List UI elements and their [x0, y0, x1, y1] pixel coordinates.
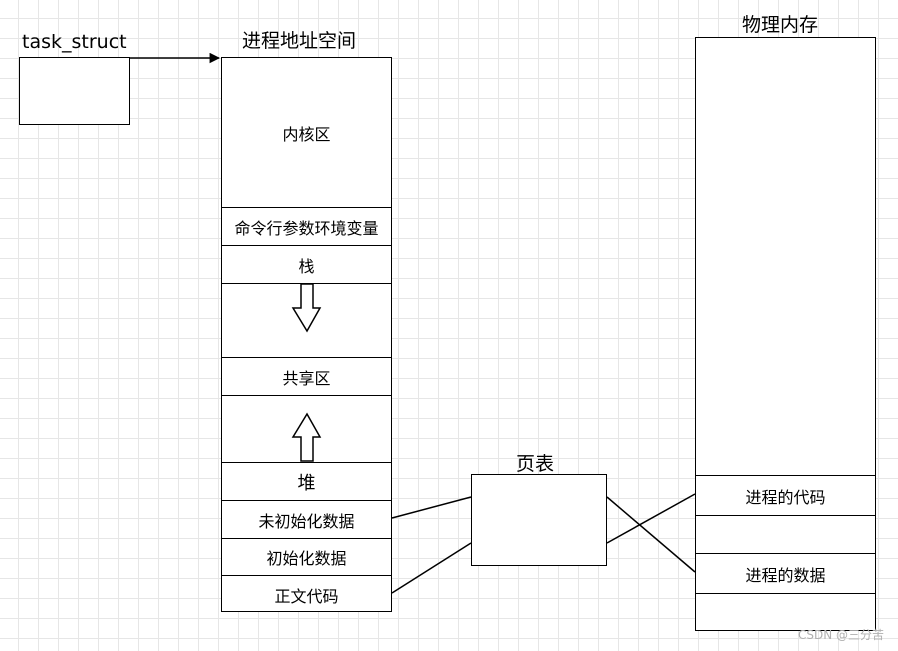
- segment-bss-label: 未初始化数据: [258, 511, 355, 531]
- physical-memory-box: 进程的代码 进程的数据: [695, 37, 876, 631]
- bss-to-page-table-line: [391, 496, 472, 519]
- segment-env: 命令行参数环境变量: [222, 208, 391, 246]
- segment-text: 正文代码: [222, 576, 391, 613]
- page-table-title: 页表: [516, 453, 555, 475]
- segment-env-label: 命令行参数环境变量: [234, 218, 379, 238]
- physical-memory-title: 物理内存: [742, 14, 819, 36]
- page-table-box: [471, 474, 607, 566]
- segment-heap-gap: [222, 396, 391, 463]
- physical-code-label: 进程的代码: [745, 487, 826, 507]
- segment-text-label: 正文代码: [274, 586, 339, 606]
- segment-stack-gap: [222, 284, 391, 358]
- segment-bss: 未初始化数据: [222, 501, 391, 539]
- physical-gap-row: [696, 516, 875, 554]
- segment-heap: 堆: [222, 463, 391, 501]
- address-space-box: 内核区 命令行参数环境变量 栈 共享区 堆 未初始化数据 初始化数据 正文代码: [221, 57, 392, 612]
- segment-data-label: 初始化数据: [266, 549, 347, 568]
- page-table-to-code-line: [606, 493, 696, 544]
- segment-shared: 共享区: [222, 358, 391, 396]
- segment-data: 初始化数据: [222, 539, 391, 576]
- segment-kernel: 内核区: [222, 58, 391, 208]
- text-to-page-table-line: [391, 542, 472, 594]
- address-space-title: 进程地址空间: [242, 30, 357, 52]
- segment-heap-label: 堆: [297, 472, 316, 494]
- task-struct-label: task_struct: [22, 31, 127, 53]
- watermark: CSDN @三分苦: [797, 628, 884, 642]
- segment-stack-label: 栈: [298, 256, 315, 276]
- task-struct-box: [19, 57, 130, 125]
- segment-stack: 栈: [222, 246, 391, 284]
- segment-kernel-label: 内核区: [282, 124, 331, 144]
- physical-code-row: 进程的代码: [696, 476, 875, 516]
- physical-data-row: 进程的数据: [696, 554, 875, 594]
- physical-top-area: [696, 38, 875, 476]
- segment-shared-label: 共享区: [282, 368, 331, 388]
- page-table-to-data-line: [606, 496, 696, 573]
- physical-data-label: 进程的数据: [745, 565, 826, 585]
